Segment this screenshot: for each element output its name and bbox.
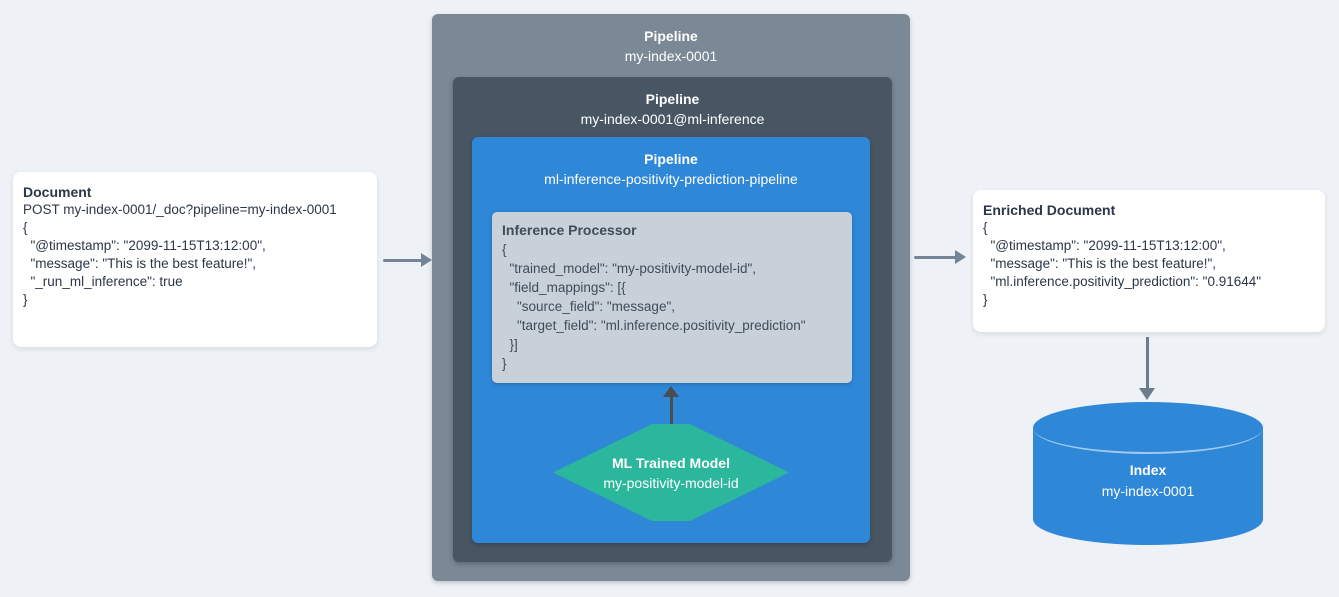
pipeline-inner-title: Pipeline [644, 151, 698, 167]
pipeline-outer-title: Pipeline [644, 28, 698, 44]
index-cylinder: Index my-index-0001 [1033, 402, 1263, 545]
document-card-line: } [23, 292, 28, 307]
pipeline-middle-box: Pipeline my-index-0001@ml-inference Pipe… [453, 77, 892, 562]
arrow-stem [1145, 337, 1149, 388]
up-arrow-icon [663, 386, 679, 424]
arrow-head [1139, 388, 1155, 400]
enriched-document-line: "message": "This is the best feature!", [983, 256, 1217, 271]
pipeline-inner-name: ml-inference-positivity-prediction-pipel… [544, 171, 798, 187]
document-card-line: "_run_ml_inference": true [23, 274, 183, 289]
arrow-head [663, 386, 679, 397]
arrow-stem [914, 256, 957, 259]
enriched-document-title: Enriched Document [983, 202, 1116, 218]
document-card-line: "message": "This is the best feature!", [23, 256, 257, 271]
pipeline-middle-name: my-index-0001@ml-inference [580, 111, 765, 127]
document-card-line: POST my-index-0001/_doc?pipeline=my-inde… [23, 202, 337, 217]
inference-processor-line: "field_mappings": [{ [502, 280, 626, 295]
inference-processor-line: "source_field": "message", [502, 299, 675, 314]
cylinder-top [1033, 402, 1263, 454]
document-card-line: { [23, 220, 28, 235]
index-name: my-index-0001 [1101, 483, 1195, 499]
document-card-line: "@timestamp": "2099-11-15T13:12:00", [23, 238, 266, 253]
inference-processor-line: { [502, 242, 507, 257]
index-title: Index [1129, 462, 1167, 478]
enriched-document-card: Enriched Document { "@timestamp": "2099-… [973, 190, 1325, 332]
inference-processor-line: "trained_model": "my-positivity-model-id… [502, 261, 757, 276]
enriched-document-line: { [983, 220, 988, 235]
right-arrow-icon [383, 253, 432, 267]
arrow-stem [669, 395, 673, 424]
enriched-document-line: "@timestamp": "2099-11-15T13:12:00", [983, 238, 1226, 253]
right-arrow-icon [914, 250, 966, 264]
pipeline-middle-title: Pipeline [645, 91, 700, 107]
enriched-document-line: } [983, 292, 988, 307]
arrow-head [421, 253, 432, 267]
inference-processor-card: Inference Processor { "trained_model": "… [492, 212, 852, 383]
inference-processor-line: "target_field": "ml.inference.positivity… [502, 318, 806, 333]
ml-trained-model-hexagon: ML Trained Model my-positivity-model-id [553, 424, 789, 521]
enriched-document-line: "ml.inference.positivity_prediction": "0… [983, 274, 1262, 289]
down-arrow-icon [1139, 337, 1155, 400]
inference-processor-line: } [502, 356, 507, 371]
arrow-stem [383, 259, 423, 262]
arrow-head [955, 250, 966, 264]
inference-processor-line: }] [502, 337, 518, 352]
ml-model-title: ML Trained Model [612, 454, 730, 471]
ml-model-name: my-positivity-model-id [603, 474, 739, 491]
document-card-title: Document [23, 184, 92, 200]
pipeline-inner-box: Pipeline ml-inference-positivity-predict… [472, 137, 870, 543]
document-card: Document POST my-index-0001/_doc?pipelin… [13, 172, 377, 347]
inference-processor-title: Inference Processor [502, 222, 637, 238]
pipeline-outer-name: my-index-0001 [624, 48, 718, 64]
index-label: Index my-index-0001 [1033, 460, 1263, 502]
pipeline-outer-box: Pipeline my-index-0001 Pipeline my-index… [432, 14, 910, 581]
